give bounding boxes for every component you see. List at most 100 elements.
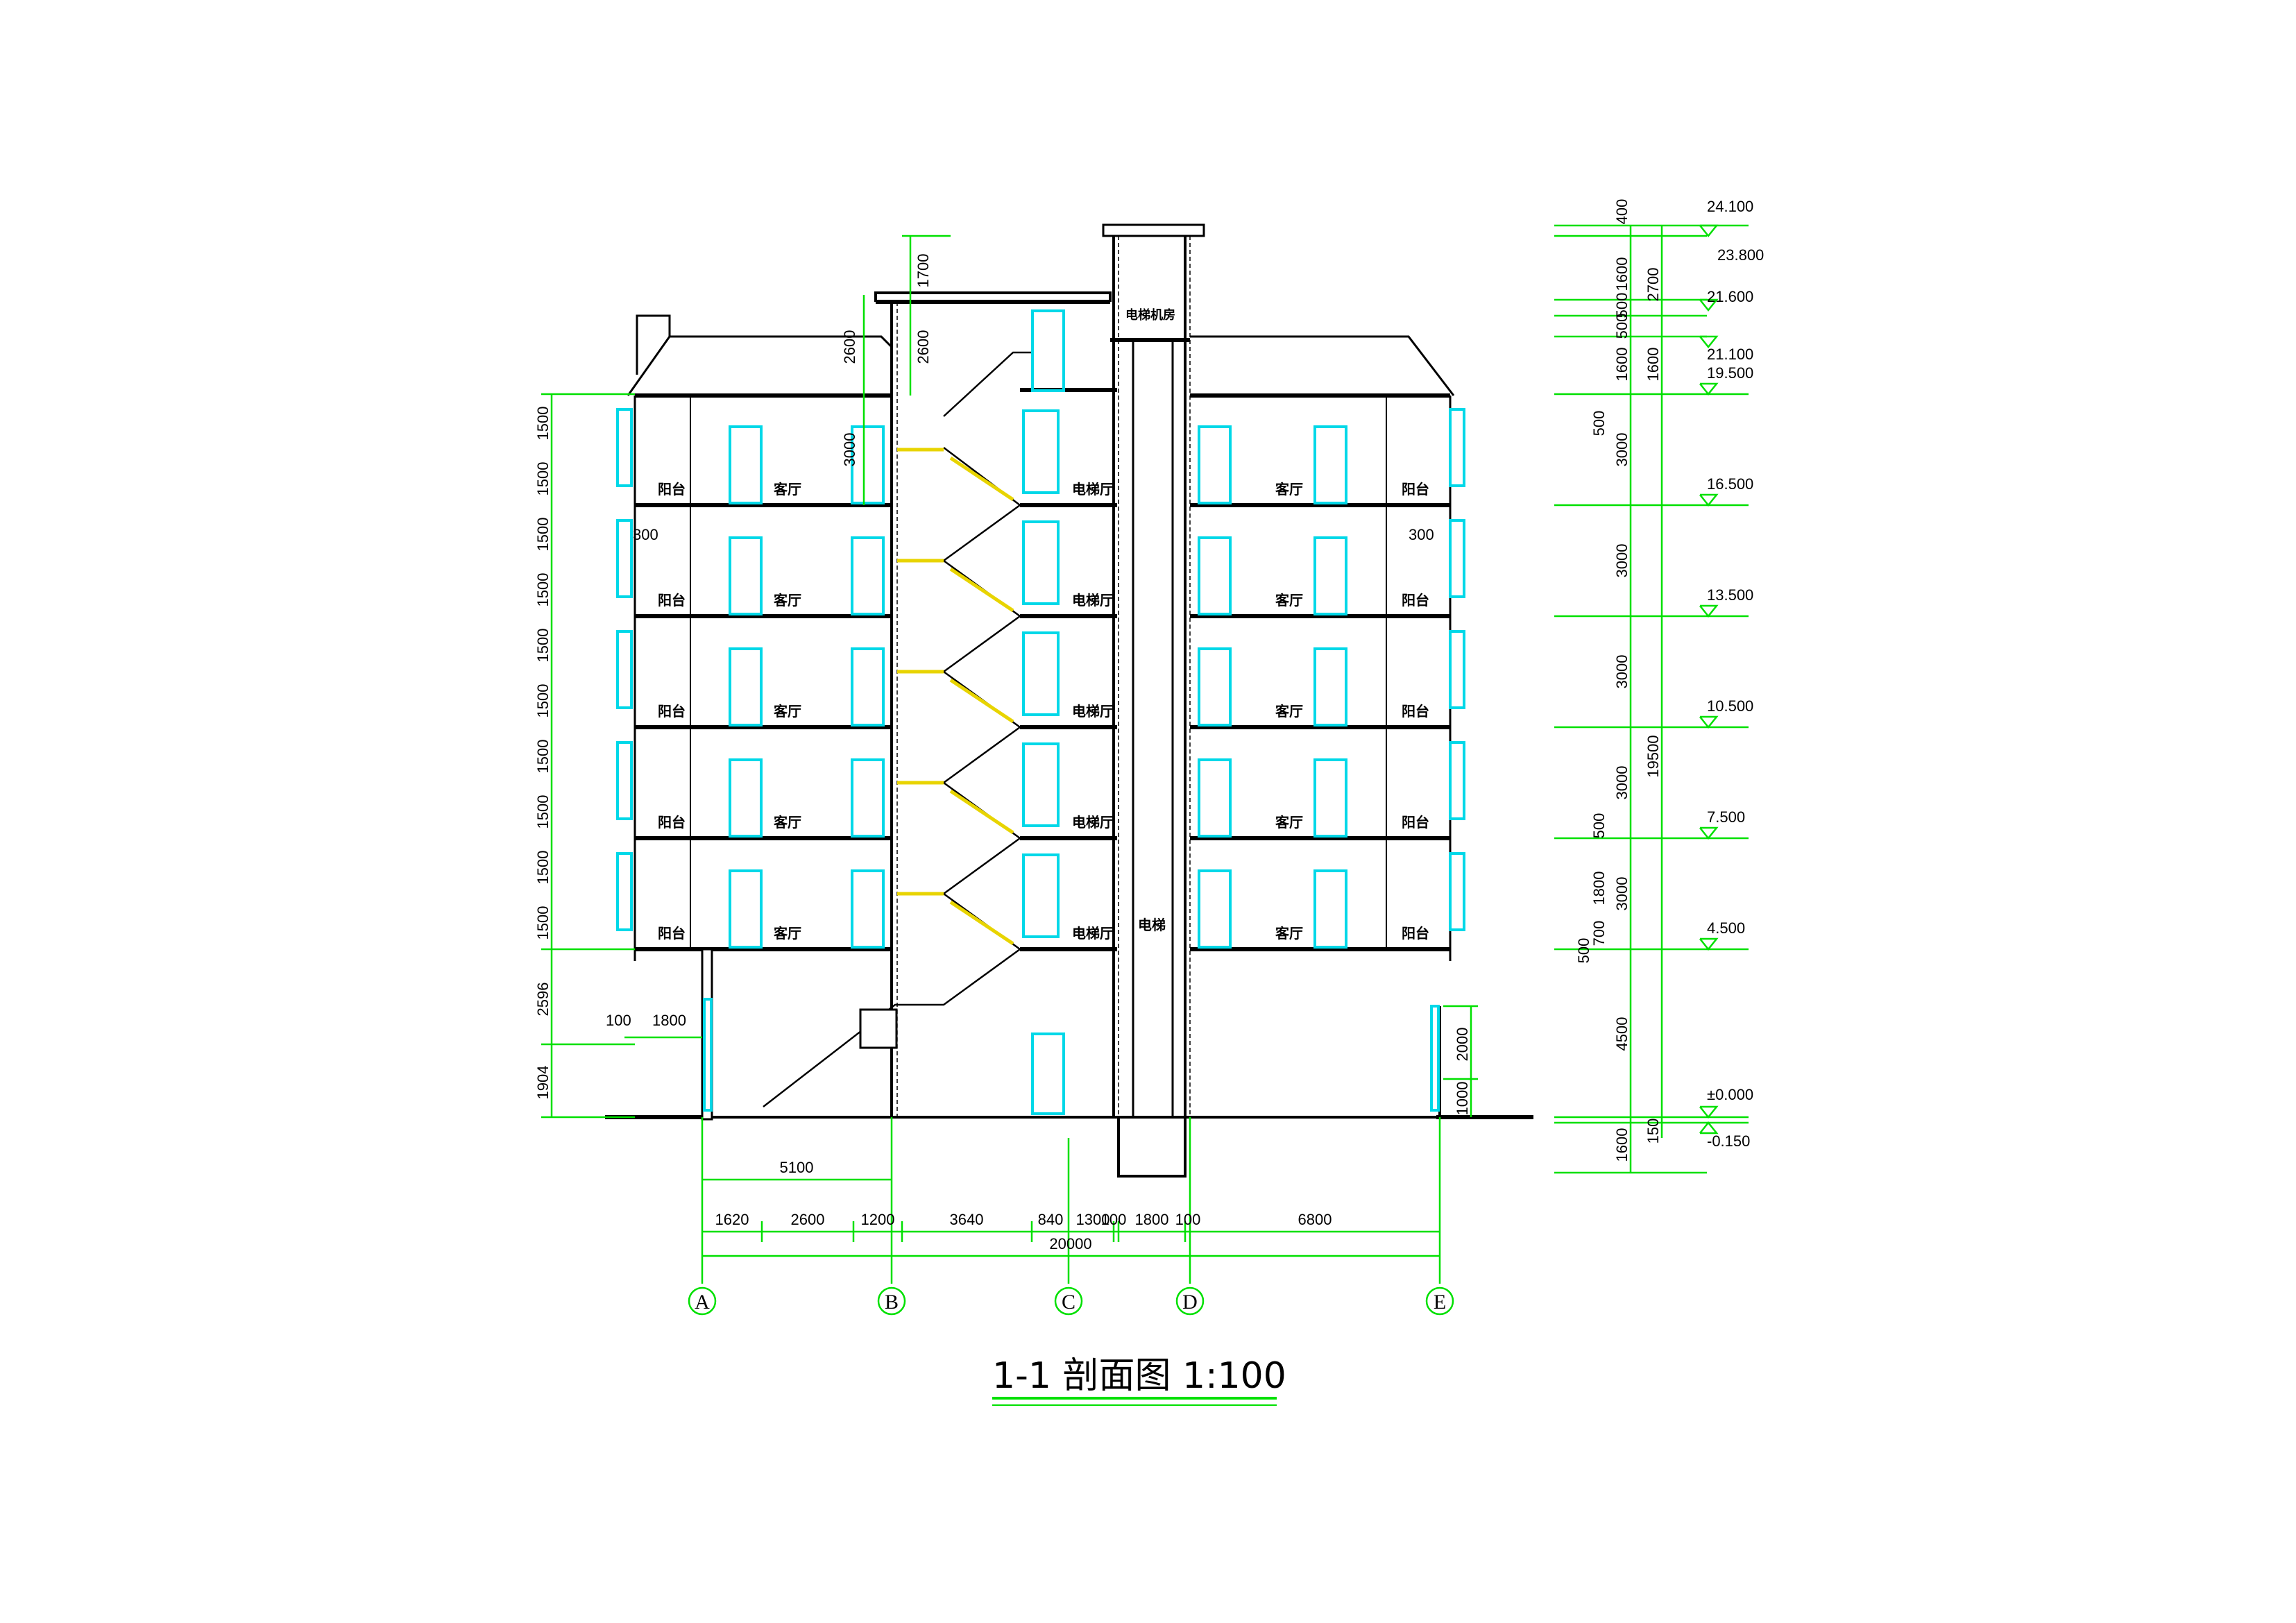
elevator-pit: [1117, 1117, 1187, 1178]
left-doors: [729, 425, 885, 949]
room-label-living: 客厅: [773, 703, 801, 720]
left-floor-slabs: [635, 393, 892, 951]
left-dim: 1500: [534, 851, 552, 885]
room-label-balcony: 阳台: [1402, 481, 1429, 498]
svg-text:100: 100: [1175, 1211, 1201, 1228]
svg-text:1700: 1700: [915, 254, 932, 288]
elevation-label: 16.500: [1707, 475, 1753, 493]
svg-text:20000: 20000: [1049, 1235, 1091, 1252]
room-label-balcony: 阳台: [658, 814, 686, 831]
svg-text:3640: 3640: [950, 1211, 984, 1228]
svg-text:6800: 6800: [1298, 1211, 1332, 1228]
ground-door-right: [1430, 1005, 1440, 1112]
axis-bubble-b: [877, 1286, 906, 1316]
elevator-hall-slabs: [1020, 388, 1117, 951]
axis-bubble-e: [1425, 1286, 1454, 1316]
room-label-elevator-hall: 电梯厅: [1072, 703, 1114, 720]
building-structure: [605, 223, 1533, 1178]
room-label-living: 客厅: [1275, 592, 1303, 609]
stair-roof: [874, 291, 1112, 302]
room-label-living: 客厅: [1275, 703, 1303, 720]
room-label-living: 客厅: [773, 592, 801, 609]
room-label-elevator-hall: 电梯厅: [1072, 481, 1114, 498]
stair-landing: [859, 1008, 898, 1049]
elevation-label: 21.600: [1707, 288, 1753, 305]
left-dim: 1904: [534, 1066, 552, 1100]
elevation-labels: 24.100 23.800 21.600 21.100 19.500 16.50…: [1707, 198, 1764, 1150]
left-dim: 1500: [534, 518, 552, 552]
stair-flights: [763, 351, 1032, 1107]
room-label-living: 客厅: [773, 814, 801, 831]
room-label-living: 客厅: [1275, 925, 1303, 942]
openings: [616, 309, 1465, 1115]
svg-text:1600: 1600: [1613, 257, 1631, 291]
svg-text:19500: 19500: [1644, 735, 1662, 777]
left-dim: 2596: [534, 983, 552, 1017]
room-label-balcony: 阳台: [658, 592, 686, 609]
room-label-living: 客厅: [1275, 814, 1303, 831]
elevation-label: ±0.000: [1707, 1086, 1753, 1103]
svg-text:1300: 1300: [1076, 1211, 1110, 1228]
svg-text:5100: 5100: [780, 1159, 814, 1176]
room-label-elevator-hall: 电梯厅: [1072, 814, 1114, 831]
elevation-label: 4.500: [1707, 919, 1745, 937]
elevation-label: 10.500: [1707, 697, 1753, 715]
room-label-machine-room: 电梯机房: [1125, 307, 1175, 323]
svg-text:500: 500: [1590, 813, 1608, 839]
room-label-balcony: 阳台: [1402, 592, 1429, 609]
machine-room-roof: [1102, 223, 1205, 237]
room-label-balcony: 阳台: [658, 925, 686, 942]
svg-text:2700: 2700: [1644, 268, 1662, 302]
svg-text:3000: 3000: [1613, 544, 1631, 578]
elevation-label: 7.500: [1707, 808, 1745, 826]
left-dim: 1500: [534, 740, 552, 774]
svg-text:3000: 3000: [841, 433, 858, 467]
room-label-elevator: 电梯: [1138, 917, 1166, 933]
axis-label-e: E: [1434, 1291, 1446, 1314]
room-label-balcony: 阳台: [1402, 814, 1429, 831]
svg-text:1600: 1600: [1644, 348, 1662, 382]
room-label-balcony: 阳台: [658, 481, 686, 498]
misc-dimension-texts: 1700 2600 2600 3000 300 300 100 1800 200…: [606, 254, 1471, 1116]
axis-label-b: B: [885, 1291, 899, 1314]
elevation-label: 21.100: [1707, 346, 1753, 363]
left-roof: [627, 335, 893, 396]
svg-text:3000: 3000: [1613, 433, 1631, 467]
room-label-living: 客厅: [773, 481, 801, 498]
axis-bubble-d: [1175, 1286, 1205, 1316]
walls: [701, 236, 1441, 1121]
room-label-balcony: 阳台: [1402, 703, 1429, 720]
axis-bubble-c: [1054, 1286, 1083, 1316]
axis-bubble-a: [688, 1286, 717, 1316]
axis-label-a: A: [695, 1291, 710, 1314]
elevation-label: 19.500: [1707, 364, 1753, 382]
room-label-balcony: 阳台: [658, 703, 686, 720]
svg-text:100: 100: [1101, 1211, 1127, 1228]
elevator-hall-windows: [1022, 309, 1065, 1115]
axis-label-d: D: [1182, 1291, 1198, 1314]
svg-text:2600: 2600: [791, 1211, 825, 1228]
svg-text:1620: 1620: [715, 1211, 749, 1228]
left-dim: 1500: [534, 684, 552, 718]
svg-text:1000: 1000: [1454, 1082, 1471, 1116]
svg-text:2600: 2600: [841, 330, 858, 364]
left-dim: 1500: [534, 795, 552, 829]
left-balcony-windows: [616, 408, 633, 931]
svg-text:1800: 1800: [1135, 1211, 1169, 1228]
room-label-living: 客厅: [773, 925, 801, 942]
right-floor-slabs: [1190, 393, 1450, 951]
axis-labels: A B C D E: [695, 1291, 1446, 1314]
left-dim: 1500: [534, 573, 552, 607]
svg-text:500: 500: [1613, 293, 1631, 318]
right-doors: [1198, 425, 1347, 949]
axis-bubbles: [688, 1286, 1454, 1316]
right-balcony-windows: [1449, 408, 1465, 931]
svg-text:1200: 1200: [861, 1211, 895, 1228]
svg-text:1600: 1600: [1613, 1128, 1631, 1162]
svg-text:150: 150: [1644, 1119, 1662, 1144]
left-dim: 1500: [534, 407, 552, 441]
svg-text:3000: 3000: [1613, 877, 1631, 911]
svg-text:300: 300: [1409, 526, 1434, 543]
svg-text:300: 300: [633, 526, 658, 543]
